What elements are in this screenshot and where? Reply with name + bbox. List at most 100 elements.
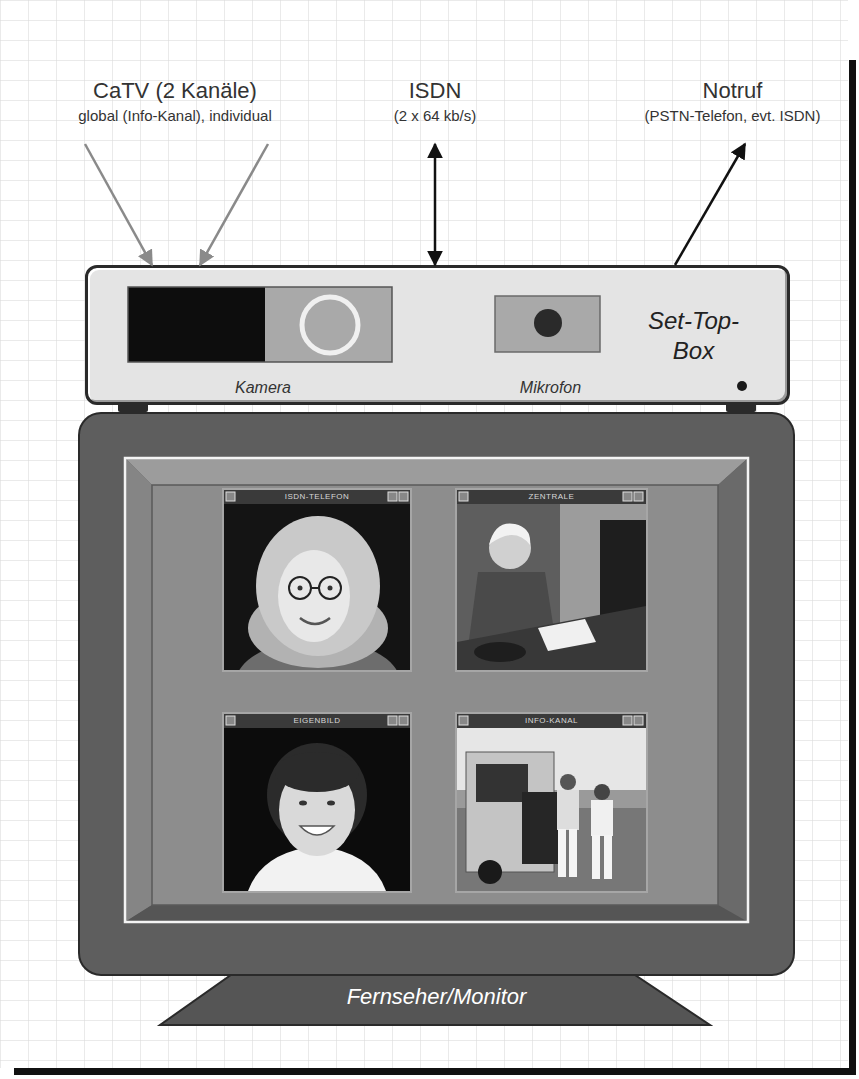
photo-ambulance <box>604 835 612 879</box>
photo-woman <box>256 516 380 656</box>
photo-woman <box>328 586 333 591</box>
camera-symbol <box>128 287 392 362</box>
photo-control-room <box>489 523 530 545</box>
signal-arrow <box>675 144 745 265</box>
window-title: INFO-KANAL <box>457 714 646 728</box>
photo-man <box>267 743 367 847</box>
signal-arrow <box>85 144 152 265</box>
photo-woman <box>236 640 400 670</box>
window-buttons <box>388 716 397 725</box>
camera-symbol <box>302 297 358 353</box>
frame-shadow <box>849 60 856 1075</box>
microphone: Mikrofon <box>495 296 606 399</box>
photo-control-room <box>457 606 646 670</box>
photo-man <box>279 764 355 856</box>
part-label: Kamera <box>128 379 398 397</box>
monitor-bevel <box>125 905 748 922</box>
signal-arrow <box>434 144 437 265</box>
input-label: CaTV (2 Kanäle) global (Info-Kanal), indi… <box>50 78 300 144</box>
photo-control-room <box>465 572 560 670</box>
photo-man <box>224 728 410 891</box>
signal-arrow <box>200 144 268 265</box>
window-buttons <box>623 716 632 725</box>
photo-control-room <box>538 619 596 651</box>
device-label: Fernseher/Monitor <box>78 984 795 1010</box>
photo-woman <box>311 587 319 589</box>
photo-man <box>299 801 307 806</box>
photo-ambulance <box>457 728 646 891</box>
photo-ambulance <box>457 790 646 810</box>
photo-man <box>275 752 359 792</box>
photo-man <box>224 728 410 891</box>
photo-ambulance <box>457 808 646 891</box>
photo-woman <box>248 588 388 668</box>
photo-man <box>248 846 386 891</box>
camera: Kamera <box>128 287 398 399</box>
photo-control-room <box>489 527 531 569</box>
photo-woman <box>224 504 410 670</box>
photo-woman <box>289 577 311 599</box>
camera-symbol <box>128 287 265 362</box>
photo-ambulance <box>557 790 579 830</box>
screen-area <box>152 485 718 905</box>
photo-ambulance <box>591 800 613 836</box>
grid-lines <box>0 0 848 1068</box>
output-label: Notruf <box>703 78 763 104</box>
input-label: global (Info-Kanal), individual <box>78 107 271 124</box>
power-led <box>737 381 747 391</box>
photo-ambulance <box>522 792 562 864</box>
photo-man <box>300 826 334 835</box>
photo-woman <box>224 504 410 670</box>
photo-control-room <box>560 504 646 640</box>
screen-frame <box>125 458 748 922</box>
photo-control-room <box>474 642 526 662</box>
camera-symbol <box>128 287 392 362</box>
photo-ambulance <box>560 774 576 790</box>
microphone-symbol <box>495 296 600 352</box>
photo-ambulance <box>466 752 554 872</box>
photo-ambulance <box>478 860 502 884</box>
microphone-symbol <box>495 296 600 352</box>
monitor-bevel <box>718 458 748 922</box>
video-window: ZENTRALE <box>455 488 648 672</box>
photo-ambulance <box>476 764 528 802</box>
photo-woman <box>298 586 303 591</box>
photo-ambulance <box>558 829 566 877</box>
window-buttons <box>226 492 643 725</box>
part-label: Mikrofon <box>495 379 606 397</box>
monitor-bevel <box>125 458 748 485</box>
window-buttons <box>388 492 397 501</box>
monitor-housing <box>79 413 794 975</box>
set-top-box: Set-Top-BoxKameraMikrofon <box>85 265 790 405</box>
photo-man <box>327 801 335 806</box>
window-buttons <box>226 716 235 725</box>
window-buttons <box>459 492 468 501</box>
monitor-bevel <box>125 458 152 922</box>
input-label: ISDN <box>409 78 462 104</box>
frame-shadow <box>14 1068 856 1075</box>
photo-ambulance <box>594 784 610 800</box>
window-title: EIGENBILD <box>224 714 410 728</box>
video-window: ISDN-TELEFON <box>222 488 412 672</box>
photo-ambulance <box>592 835 600 879</box>
input-label: CaTV (2 Kanäle) <box>93 78 257 104</box>
video-window: EIGENBILD <box>222 712 412 893</box>
photo-ambulance <box>569 829 577 877</box>
window-buttons <box>634 716 643 725</box>
window-buttons <box>623 492 632 501</box>
camera-symbol <box>265 287 392 362</box>
photo-woman <box>278 550 350 642</box>
tv-monitor: Fernseher/Monitor ISDN-TELEFON ZENTRALE EIG… <box>78 412 795 1027</box>
input-label: ISDN(2 x 64 kb/s) <box>355 78 515 144</box>
window-title: ZENTRALE <box>457 490 646 504</box>
window-buttons <box>226 492 235 501</box>
monitor-outline <box>78 412 795 1027</box>
photo-control-room <box>600 520 646 615</box>
photo-control-room <box>457 504 646 670</box>
window-buttons <box>459 716 468 725</box>
photo-control-room <box>457 504 646 670</box>
photo-woman <box>319 577 341 599</box>
